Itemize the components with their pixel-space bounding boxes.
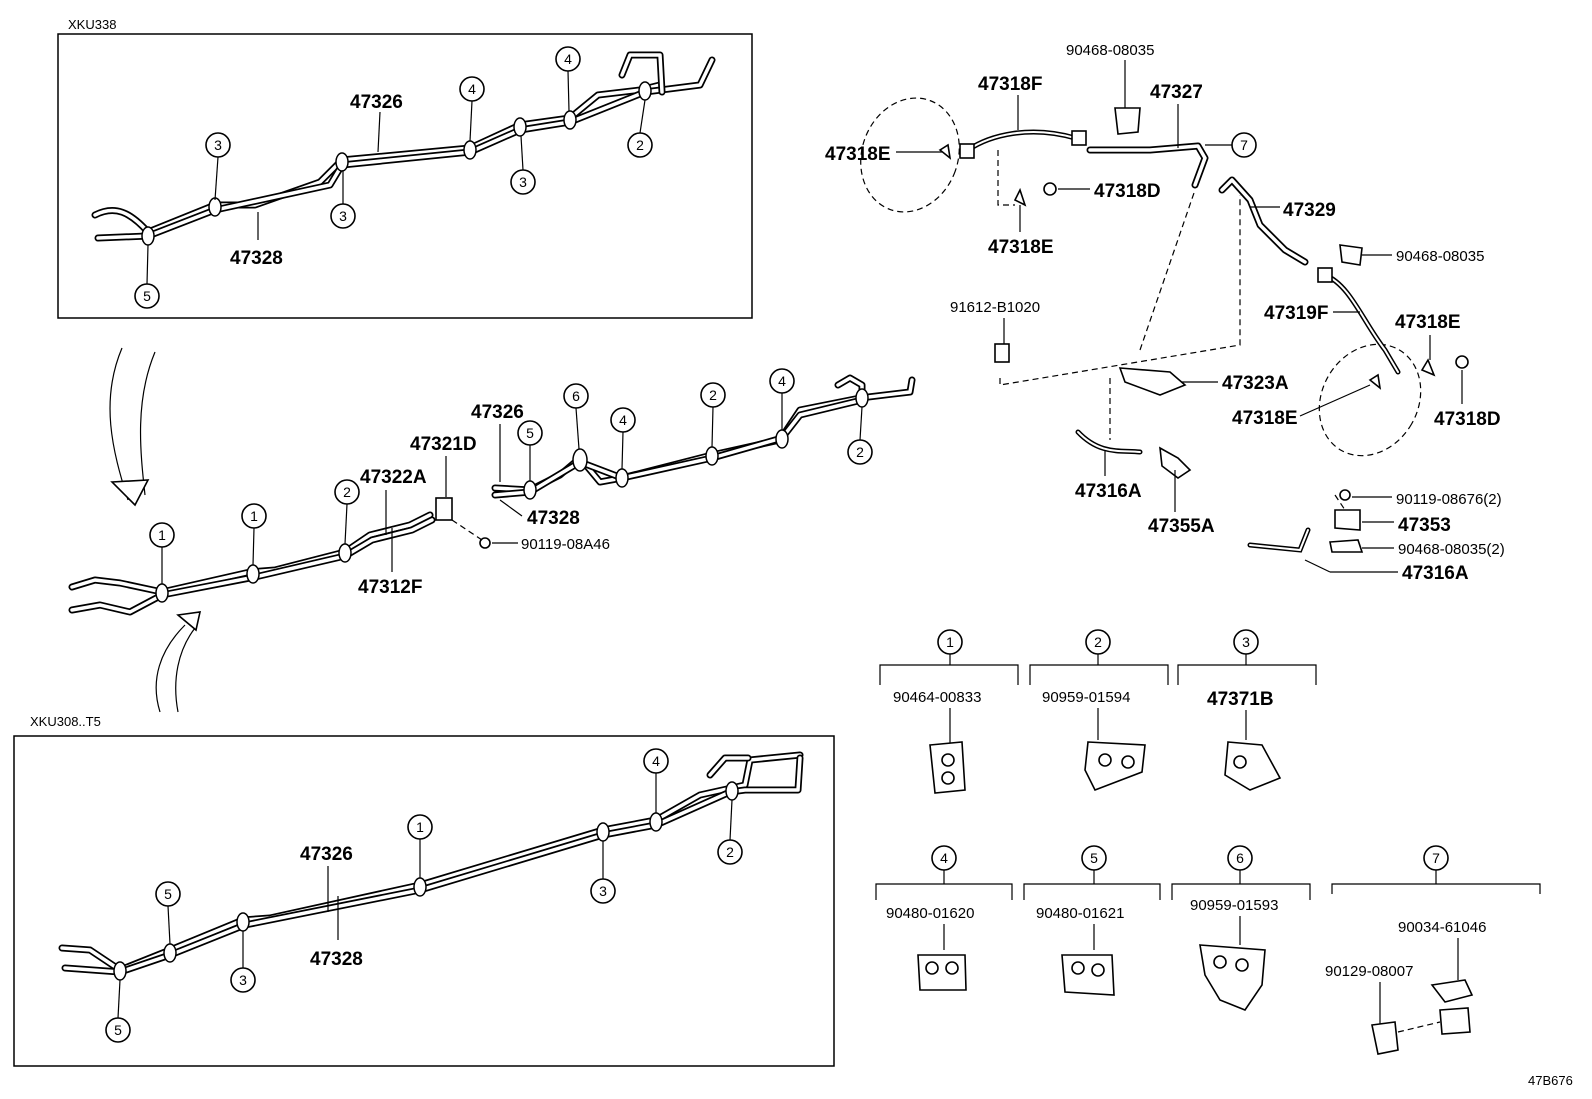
svg-text:2: 2 <box>636 137 644 153</box>
right-assembly: 90468-08035 47318F 47327 7 47318E 47318D… <box>825 42 1505 584</box>
svg-text:3: 3 <box>239 972 247 988</box>
right-90468-08035-2: 90468-08035(2) <box>1398 541 1505 558</box>
svg-text:4: 4 <box>564 51 572 67</box>
clamp-legend-4: 4 90480-01620 <box>875 845 1013 991</box>
right-47318F: 47318F <box>978 74 1042 95</box>
top-inset: XKU338 47326 47328 3 3 4 3 4 2 <box>57 17 753 319</box>
svg-text:2: 2 <box>1094 634 1102 650</box>
right-47327: 47327 <box>1150 82 1203 103</box>
clamp-legend-7: 7 90034-61046 90129-08007 <box>1325 845 1541 1055</box>
svg-text:3: 3 <box>519 174 527 190</box>
main-90119-08A46: 90119-08A46 <box>521 536 610 553</box>
svg-text:4: 4 <box>940 850 948 866</box>
right-47318E-c: 47318E <box>1395 312 1461 333</box>
bottom-inset-pipes <box>58 751 804 981</box>
clamp-4-part: 90480-01620 <box>886 905 974 922</box>
main-assembly: 1 1 2 5 6 4 2 4 2 47326 47321D 47322A 47… <box>68 368 916 616</box>
clamp-6-part: 90959-01593 <box>1190 897 1278 914</box>
right-47316A-b: 47316A <box>1402 563 1469 584</box>
right-47319F: 47319F <box>1264 303 1328 324</box>
right-91612-B1020: 91612-B1020 <box>950 299 1040 316</box>
svg-text:4: 4 <box>652 753 660 769</box>
diagram-code: 47B676 <box>1528 1073 1573 1088</box>
svg-text:4: 4 <box>778 373 786 389</box>
right-47329: 47329 <box>1283 200 1336 221</box>
svg-text:2: 2 <box>343 484 351 500</box>
svg-text:4: 4 <box>619 412 627 428</box>
main-47312F: 47312F <box>358 577 422 598</box>
top-inset-pipes <box>91 51 716 246</box>
svg-text:3: 3 <box>1242 634 1250 650</box>
main-47322A: 47322A <box>360 467 427 488</box>
bottom-inset-label: XKU308..T5 <box>30 714 101 729</box>
clamp-7-part-a: 90034-61046 <box>1398 919 1486 936</box>
svg-text:5: 5 <box>526 425 534 441</box>
svg-text:5: 5 <box>114 1022 122 1038</box>
svg-text:7: 7 <box>1240 137 1248 153</box>
svg-text:5: 5 <box>164 886 172 902</box>
main-47326: 47326 <box>471 402 524 423</box>
top-inset-frame <box>57 33 753 319</box>
bottom-inset-47328: 47328 <box>310 949 363 970</box>
clamp-legend-6: 6 90959-01593 <box>1171 845 1311 1011</box>
main-pipes <box>68 374 916 616</box>
main-47321D: 47321D <box>410 434 477 455</box>
svg-text:1: 1 <box>946 634 954 650</box>
clamp-7-part-b: 90129-08007 <box>1325 963 1413 980</box>
right-47318D-a: 47318D <box>1094 181 1161 202</box>
right-47353: 47353 <box>1398 515 1451 536</box>
top-inset-47328: 47328 <box>230 248 283 269</box>
right-47318E-a: 47318E <box>825 144 891 165</box>
svg-text:3: 3 <box>339 208 347 224</box>
bottom-inset-frame <box>13 735 835 1067</box>
main-47328: 47328 <box>527 508 580 529</box>
svg-text:5: 5 <box>143 288 151 304</box>
top-inset-47326: 47326 <box>350 92 403 113</box>
svg-text:2: 2 <box>709 387 717 403</box>
svg-text:6: 6 <box>1236 850 1244 866</box>
clamp-3-part: 47371B <box>1207 689 1274 710</box>
top-inset-callouts: 3 3 4 3 4 2 5 <box>134 46 653 309</box>
svg-text:1: 1 <box>416 819 424 835</box>
right-90119-08676: 90119-08676(2) <box>1396 491 1502 508</box>
svg-text:7: 7 <box>1432 850 1440 866</box>
clamp-legend: 1 90464-00833 2 90959-01594 3 47371B 4 <box>875 629 1541 1055</box>
svg-text:2: 2 <box>726 844 734 860</box>
clamp-legend-3: 3 47371B <box>1177 629 1317 791</box>
clamp-legend-1: 1 90464-00833 <box>879 629 1019 794</box>
flow-arrows <box>109 347 202 713</box>
svg-text:4: 4 <box>468 81 476 97</box>
main-callouts: 1 1 2 5 6 4 2 4 2 <box>149 368 873 584</box>
right-47318E-d: 47318E <box>1232 408 1298 429</box>
clamp-legend-5: 5 90480-01621 <box>1023 845 1161 996</box>
svg-text:3: 3 <box>214 137 222 153</box>
clamp-5-part: 90480-01621 <box>1036 905 1124 922</box>
bottom-inset-callouts: 5 3 1 3 4 2 5 <box>105 748 743 1043</box>
svg-text:2: 2 <box>856 444 864 460</box>
svg-text:5: 5 <box>1090 850 1098 866</box>
clamp-legend-2: 2 90959-01594 <box>1029 629 1169 792</box>
svg-text:1: 1 <box>250 508 258 524</box>
right-47355A: 47355A <box>1148 516 1215 537</box>
top-inset-label: XKU338 <box>68 17 116 32</box>
right-90468-08035-r: 90468-08035 <box>1396 248 1484 265</box>
bottom-inset: XKU308..T5 47326 47328 5 3 1 3 4 2 <box>13 714 835 1067</box>
clamp-1-part: 90464-00833 <box>893 689 981 706</box>
svg-text:1: 1 <box>158 527 166 543</box>
right-47318E-b: 47318E <box>988 237 1054 258</box>
bottom-inset-47326: 47326 <box>300 844 353 865</box>
svg-text:6: 6 <box>572 388 580 404</box>
clamp-2-part: 90959-01594 <box>1042 689 1130 706</box>
right-47316A-a: 47316A <box>1075 481 1142 502</box>
right-90468-08035-top: 90468-08035 <box>1066 42 1154 59</box>
svg-text:3: 3 <box>599 883 607 899</box>
right-47323A: 47323A <box>1222 373 1289 394</box>
right-47318D-b: 47318D <box>1434 409 1501 430</box>
